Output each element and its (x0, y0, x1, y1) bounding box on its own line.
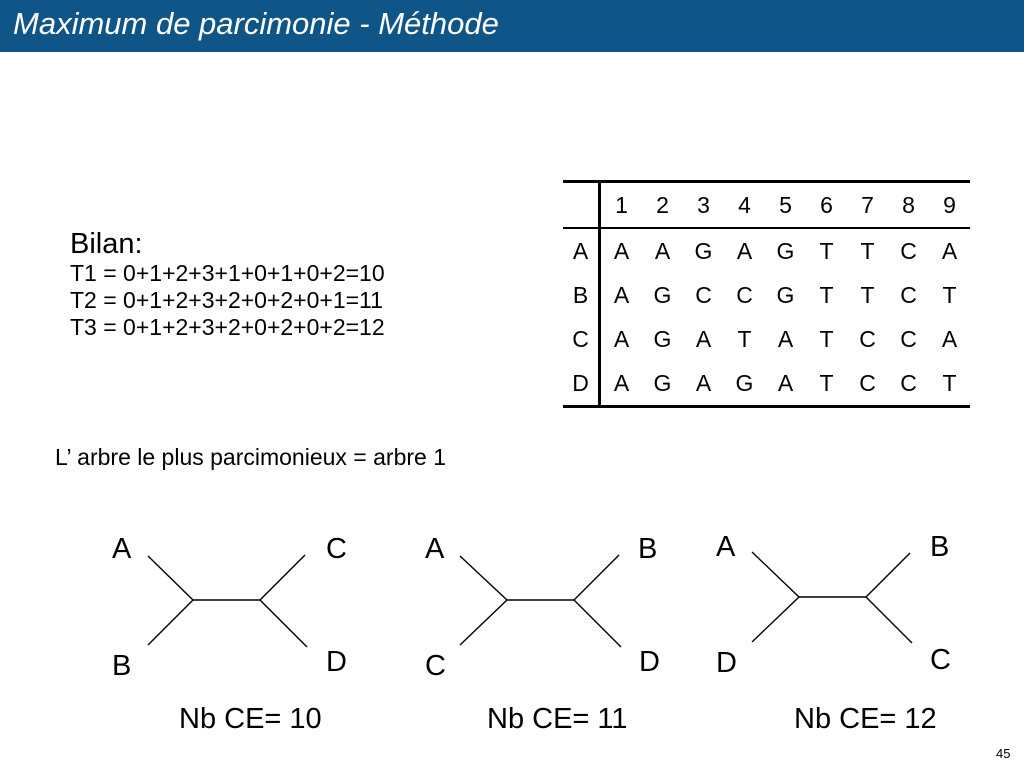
tree-2-edge-d (573, 599, 622, 648)
table-cell: A (683, 361, 724, 408)
tree-2-leaf-top-right: B (638, 533, 658, 565)
table-cell: A (765, 361, 806, 408)
bilan-block: Bilan: T1 = 0+1+2+3+1+0+1+0+2=10 T2 = 0+… (70, 228, 385, 341)
table-cell: C (736, 281, 753, 308)
table-cell: G (724, 361, 765, 408)
table-cell: A (941, 325, 958, 352)
bilan-heading: Bilan: (70, 228, 143, 260)
tree-3-leaf-bottom-left: D (716, 647, 737, 679)
tree-2-leaf-bottom-right: D (639, 646, 660, 678)
tree-3-edges (751, 551, 913, 644)
tree-3-edge-c (865, 596, 913, 644)
table-cell: C (900, 237, 917, 264)
bilan-line-t2: T2 = 0+1+2+3+2+0+2+0+1=11 (70, 287, 383, 313)
table-cell: C (859, 325, 876, 352)
table-cell: A (613, 325, 630, 352)
tree-1-leaf-top-left: A (112, 533, 132, 565)
position-header: 9 (929, 180, 970, 229)
table-cell: G (776, 237, 795, 264)
bilan-line-t1: T1 = 0+1+2+3+1+0+1+0+2=10 (70, 260, 385, 286)
table-cell: T (929, 361, 970, 408)
slide-header: Maximum de parcimonie - Méthode (0, 0, 1024, 52)
position-header: 2 (642, 180, 683, 229)
table-cell: A (941, 237, 958, 264)
table-cell: C (900, 281, 917, 308)
table-cell: G (642, 361, 683, 408)
tree-3-leaf-top-right: B (930, 531, 950, 563)
tree-2-leaf-top-left: A (425, 533, 445, 565)
table-cell: A (736, 237, 753, 264)
tree-3-leaf-bottom-right: C (930, 644, 951, 676)
table-cell: A (613, 281, 630, 308)
bilan-line-t3: T3 = 0+1+2+3+2+0+2+0+2=12 (70, 314, 385, 340)
table-cell: T (942, 281, 957, 308)
row-label: D (563, 361, 601, 408)
table-cell: G (653, 325, 672, 352)
table-cell: T (737, 325, 752, 352)
position-header: 1 (599, 180, 642, 229)
table-row: D A G A G A T C C T (563, 361, 970, 408)
position-header: 8 (888, 180, 929, 229)
tree-3-edge-d (751, 596, 800, 643)
table-cell: T (806, 361, 847, 408)
tree-3-leaf-top-left: A (716, 531, 736, 563)
position-header: 3 (683, 180, 724, 229)
tree-1-edge-a (147, 555, 194, 601)
tree-1-edge-c (259, 554, 306, 601)
alignment-header-row: 1 2 3 4 5 6 7 8 9 (563, 180, 970, 229)
table-cell: T (860, 237, 875, 264)
tree-3-edge-b (865, 552, 911, 598)
tree-3-edge-a (751, 551, 800, 598)
table-cell: C (695, 281, 712, 308)
row-label: A (563, 228, 601, 273)
table-cell: A (613, 237, 630, 264)
table-cell: A (599, 361, 642, 408)
table-cell: C (900, 325, 917, 352)
table-cell: T (819, 281, 834, 308)
table-cell: G (653, 281, 672, 308)
tree-1-edges (147, 554, 308, 648)
row-label: B (563, 273, 601, 317)
row-label: C (563, 317, 601, 361)
tree-2-leaf-bottom-left: C (425, 650, 446, 682)
alignment-table: 1 2 3 4 5 6 7 8 9 A A A G A G T T C A B … (563, 180, 970, 408)
tree-3-score: Nb CE= 12 (794, 703, 937, 735)
table-cell: T (860, 281, 875, 308)
tree-1-score: Nb CE= 10 (179, 703, 322, 735)
tree-2-score: Nb CE= 11 (487, 703, 628, 735)
tree-1-leaf-bottom-right: D (326, 646, 347, 678)
table-row: C A G A T A T C C A (563, 317, 970, 361)
table-cell: G (694, 237, 713, 264)
position-header: 7 (847, 180, 888, 229)
table-cell: A (695, 325, 712, 352)
conclusion-text: L’ arbre le plus parcimonieux = arbre 1 (55, 444, 446, 470)
table-row: A A A G A G T T C A (563, 228, 970, 273)
tree-1-edge-b (147, 599, 194, 646)
table-cell: C (847, 361, 888, 408)
tree-2-edge-b (573, 554, 620, 601)
table-cell: A (777, 325, 794, 352)
table-cell: A (654, 237, 671, 264)
tree-2-edge-a (459, 555, 508, 601)
tree-1-leaf-bottom-left: B (112, 650, 132, 682)
table-cell: C (888, 361, 929, 408)
position-header: 5 (765, 180, 806, 229)
tree-1-leaf-top-right: C (326, 533, 347, 565)
table-row: B A G C C G T T C T (563, 273, 970, 317)
position-header: 6 (806, 180, 847, 229)
page-number: 45 (996, 746, 1011, 761)
table-cell: T (819, 325, 834, 352)
tree-2-edge-c (459, 599, 508, 646)
slide-title: Maximum de parcimonie - Méthode (13, 6, 499, 41)
table-cell: G (776, 281, 795, 308)
tree-1-edge-d (259, 599, 308, 648)
position-header: 4 (724, 180, 765, 229)
corner-cell (563, 180, 601, 229)
tree-2-edges (459, 554, 622, 648)
table-cell: T (819, 237, 834, 264)
